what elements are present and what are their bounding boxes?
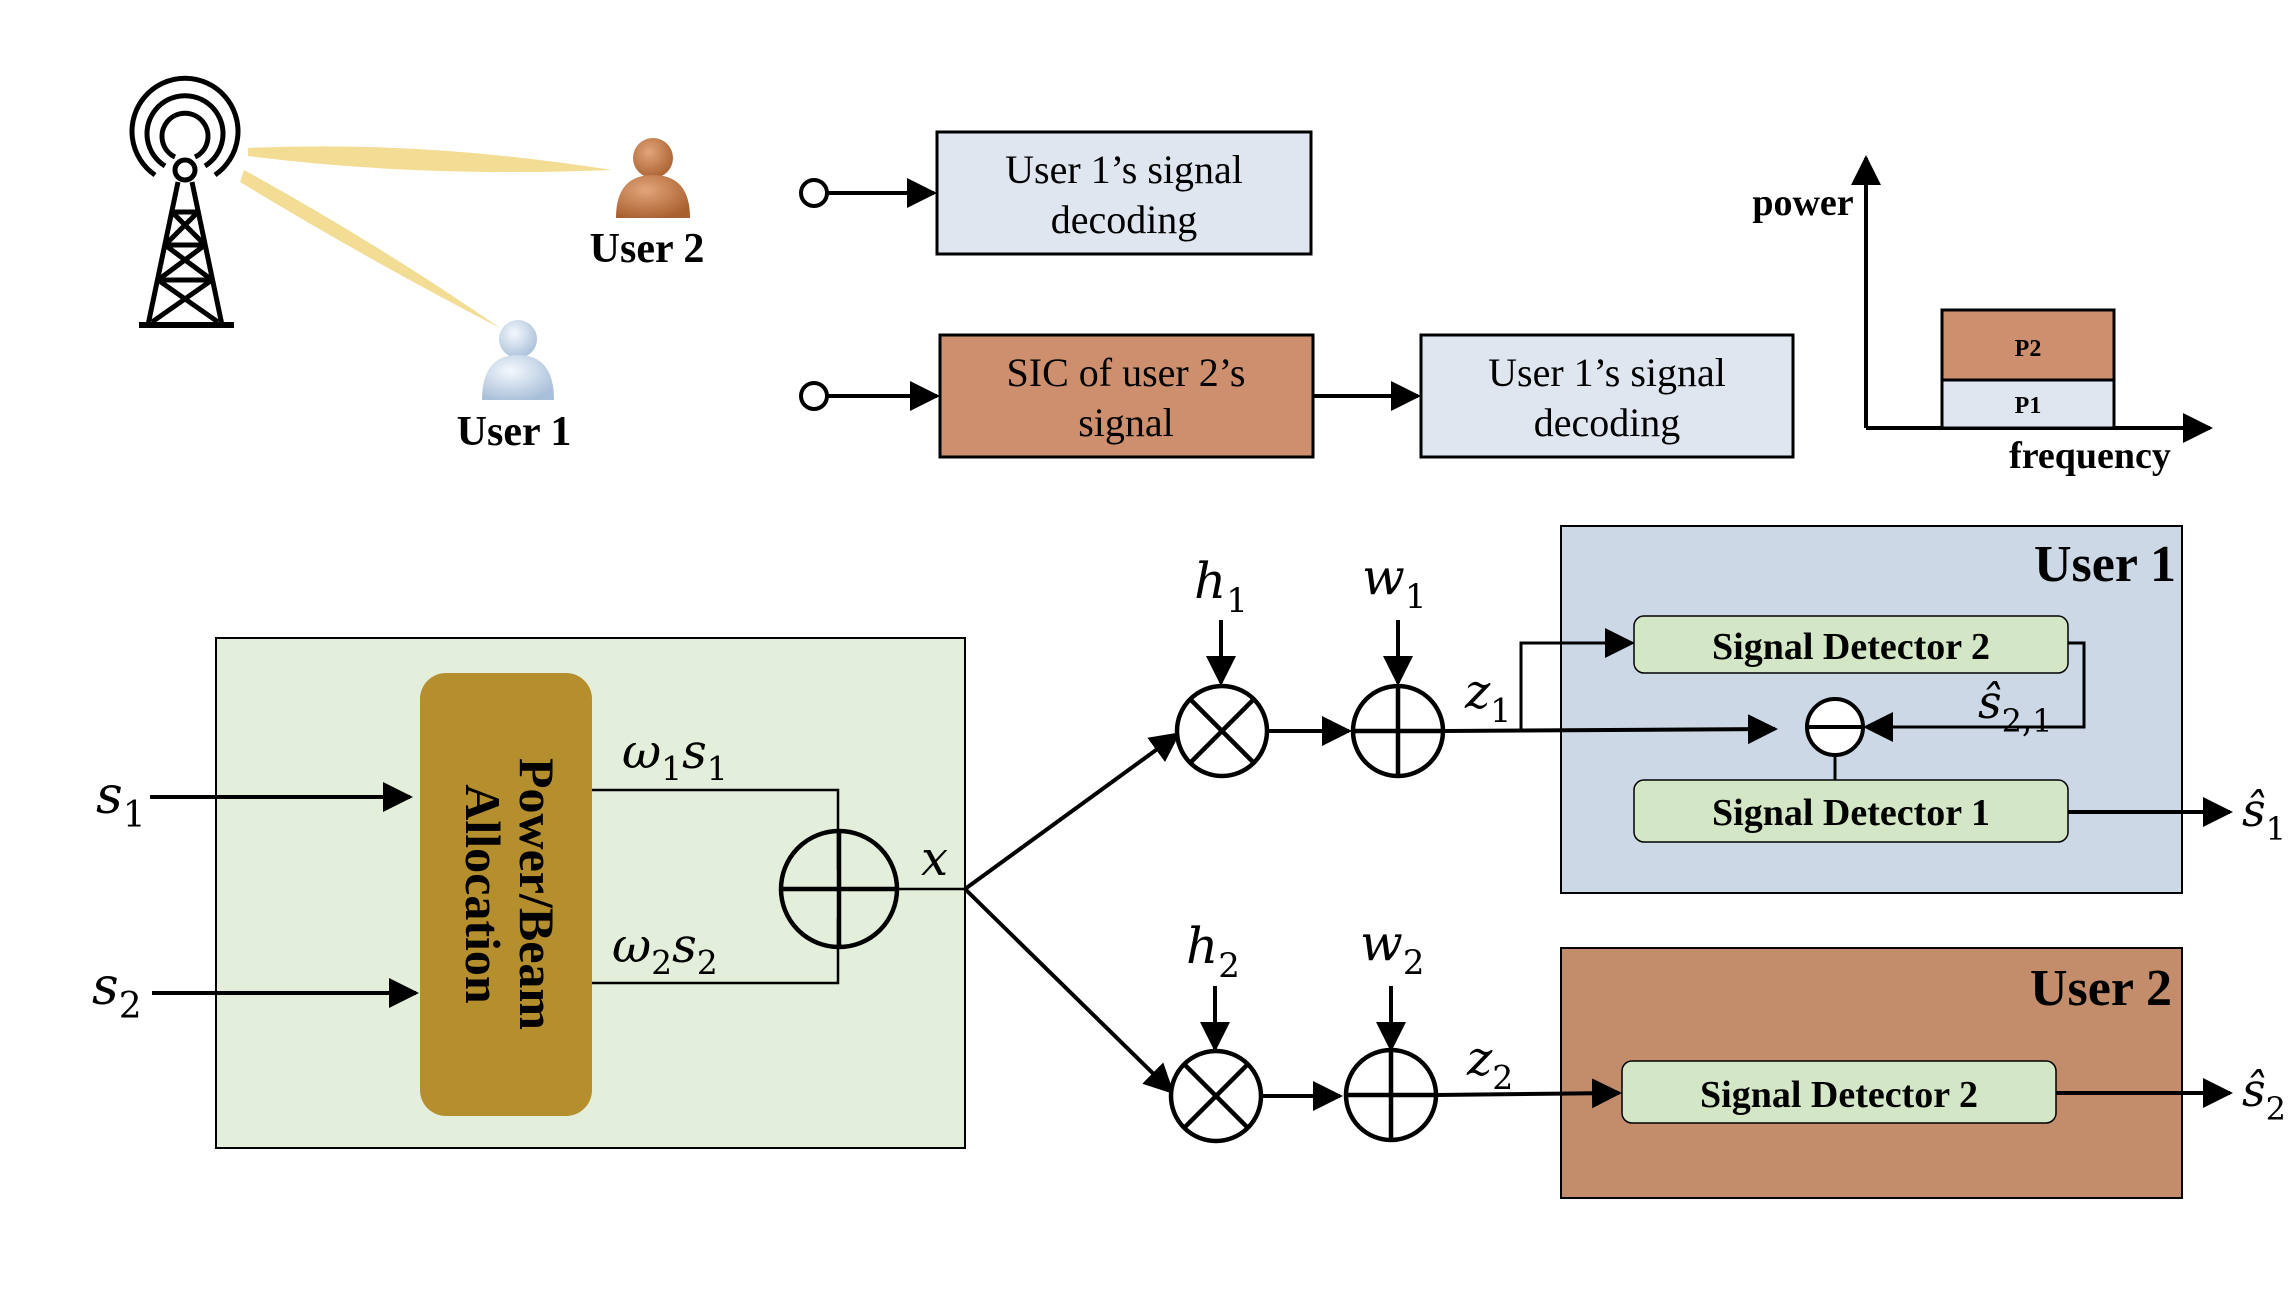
decoding-row-2: SIC of user 2’s signal User 1’s signal d… (799, 333, 1795, 459)
input-terminal-1 (799, 178, 829, 208)
multiplier-node-1 (1174, 683, 1270, 779)
user1-signal-detector-2-text: Signal Detector 2 (1712, 626, 1990, 668)
decoding-row-1: User 1’s signal decoding (799, 130, 1313, 256)
antenna-tower-icon (129, 75, 241, 328)
channel-z2-label: z2 (1466, 1031, 1513, 1097)
weighted-w2s2-label: ω2s2 (612, 918, 718, 982)
p1-label: P1 (2015, 393, 2042, 419)
user2-label: User 2 (590, 226, 705, 272)
sum-output-x-label: x (921, 831, 948, 887)
power-frequency-plot: P2 P1 power frequency (1752, 155, 2213, 477)
user1-decoding-text-2b: decoding (1534, 400, 1681, 445)
p2-label: P2 (2015, 336, 2042, 362)
channel-z1-label: z1 (1464, 664, 1511, 730)
power-beam-allocation-label: Power/Beam Allocation (455, 758, 565, 1030)
user2-signal-detector-2-text: Signal Detector 2 (1700, 1074, 1978, 1116)
sic-text-b: signal (1078, 400, 1174, 445)
user1-decoding-box-2 (1419, 333, 1795, 459)
p1-block (1940, 378, 2116, 430)
feedback-s21-label: ŝ2,1 (1978, 675, 2053, 740)
summation-node (778, 828, 900, 950)
p2-block (1940, 308, 2116, 382)
weighted-w1s1-label: ω1s1 (622, 724, 728, 788)
power-beam-allocation-block (420, 673, 592, 1116)
user2-person-icon (616, 138, 690, 218)
channel-h2-label: h2 (1186, 917, 1240, 986)
user1-decoding-box-1 (935, 130, 1313, 256)
channel-h1-label: h1 (1194, 552, 1248, 621)
beam-to-user2 (248, 146, 612, 173)
user1-label: User 1 (457, 409, 572, 455)
adder-node-1 (1350, 683, 1446, 779)
user1-decoding-text-1b: decoding (1051, 197, 1198, 242)
allocation-text-b: Allocation (455, 784, 511, 1004)
channel-w1-label: w1 (1362, 548, 1426, 617)
power-axis-label: power (1752, 182, 1853, 224)
user1-receiver-title: User 1 (2034, 536, 2176, 593)
sic-subtractor-node (1805, 697, 1865, 757)
frequency-axis-label: frequency (2009, 435, 2171, 477)
adder-node-2 (1343, 1047, 1439, 1143)
multiplier-node-2 (1168, 1048, 1264, 1144)
sic-text-a: SIC of user 2’s (1007, 350, 1246, 395)
input-terminal-2 (799, 381, 829, 411)
allocation-text-a: Power/Beam (509, 758, 565, 1030)
user1-signal-detector-1-text: Signal Detector 1 (1712, 792, 1990, 834)
input-s2-label: s2 (92, 957, 142, 1027)
user1-decoding-text-1a: User 1’s signal (1005, 147, 1243, 192)
beam-to-user1 (240, 170, 500, 328)
input-s1-label: s1 (96, 766, 146, 836)
user1-person-icon (482, 320, 554, 400)
output-s1-label: ŝ1 (2242, 783, 2286, 848)
output-s2-label: ŝ2 (2242, 1063, 2286, 1128)
channel-w2-label: w2 (1360, 914, 1424, 983)
user2-receiver-title: User 2 (2030, 960, 2172, 1017)
sic-box (938, 333, 1315, 459)
user1-decoding-text-2a: User 1’s signal (1488, 350, 1726, 395)
